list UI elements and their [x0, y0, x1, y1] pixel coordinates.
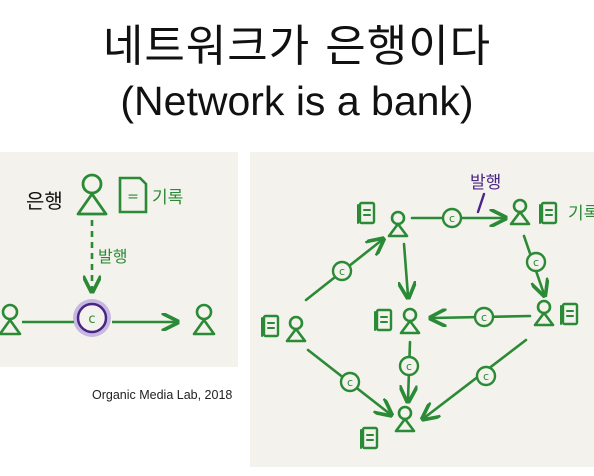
- node-d-person-icon: [399, 307, 421, 335]
- record-label: 기록: [152, 188, 183, 208]
- coin-label: c: [88, 312, 95, 327]
- node-b-person-icon: [509, 198, 531, 226]
- node-c-person-icon: [285, 315, 307, 343]
- node-b-doc-icon: [538, 201, 558, 225]
- coin-c-a-label: c: [339, 265, 345, 278]
- coin-d-f-label: c: [406, 360, 412, 373]
- title-english: (Network is a bank): [120, 78, 474, 124]
- record-document-icon: =: [118, 176, 148, 214]
- credit-caption: Organic Media Lab, 2018: [92, 388, 233, 402]
- coin-a-b: c: [441, 207, 463, 229]
- node-a-person-icon: [387, 210, 409, 238]
- coin-c-a: c: [331, 260, 353, 282]
- right-diagram: 기록 c c: [260, 173, 594, 450]
- issue-pointer-line: [476, 192, 486, 214]
- coin-e-d: c: [473, 306, 495, 328]
- bank-person-icon: [76, 173, 108, 216]
- coin-b-e: c: [525, 251, 547, 273]
- node-e-doc-icon: [559, 302, 579, 326]
- coin-with-halo: c: [73, 299, 111, 337]
- right-issue-label: 발행: [470, 173, 501, 193]
- title-korean: 네트워크가 은행이다: [102, 21, 492, 72]
- coin-e-d-label: c: [481, 311, 487, 324]
- issue-label: 발행: [98, 247, 127, 266]
- edge-e-to-f: [424, 338, 528, 418]
- node-e-person-icon: [533, 299, 555, 327]
- coin-c-f-label: c: [347, 376, 353, 389]
- node-f-person-icon: [394, 405, 416, 433]
- left-sender-person-icon: [0, 303, 22, 336]
- left-diagram: 은행 = 기록 발행 c: [0, 173, 216, 337]
- coin-e-f-label: c: [483, 370, 489, 383]
- edge-a-to-d: [404, 242, 408, 296]
- coin-e-f: c: [475, 365, 497, 387]
- node-a-doc-icon: [356, 201, 376, 225]
- node-c-doc-icon: [260, 314, 280, 338]
- coin-a-b-label: c: [449, 212, 455, 225]
- coin-b-e-label: c: [533, 256, 539, 269]
- bank-label: 은행: [26, 189, 63, 213]
- record-doc-mark: =: [127, 189, 139, 205]
- node-b-record-label: 기록: [568, 204, 594, 224]
- coin-c-f: c: [339, 371, 361, 393]
- node-d-doc-icon: [373, 308, 393, 332]
- coin-d-f: c: [398, 355, 420, 377]
- node-f-doc-icon: [359, 426, 379, 450]
- left-receiver-person-icon: [192, 303, 216, 336]
